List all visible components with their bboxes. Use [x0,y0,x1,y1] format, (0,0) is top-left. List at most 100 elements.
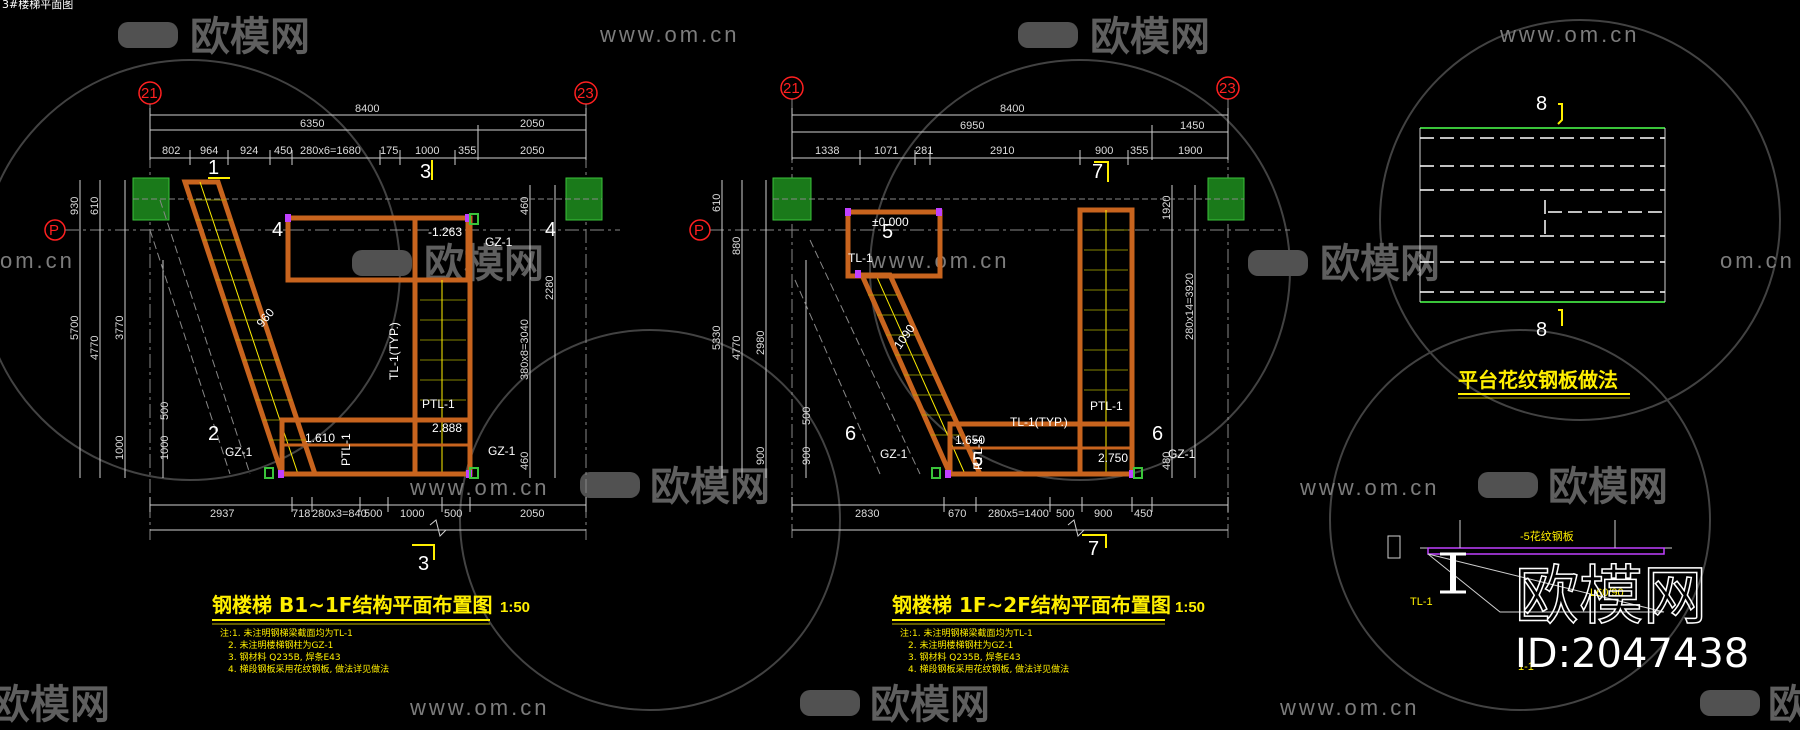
svg-text:7: 7 [1092,161,1103,183]
svg-text:964: 964 [200,145,218,157]
svg-text:5: 5 [972,449,983,471]
svg-text:670: 670 [948,508,966,520]
drawing-title-b1-1f: 钢楼梯 B1~1F结构平面布置图 [212,593,492,617]
svg-text:4: 4 [545,219,556,241]
svg-text:注:1. 未注明钢梯梁截面均为TL-1: 注:1. 未注明钢梯梁截面均为TL-1 [900,627,1033,639]
svg-text:-5花纹钢板: -5花纹钢板 [1520,529,1574,543]
svg-text:380x8=3040: 380x8=3040 [519,319,531,380]
svg-text:6950: 6950 [960,120,984,132]
drawing-title-1f-2f: 钢楼梯 1F~2F结构平面布置图 [892,593,1171,617]
watermark-url: om.cn [1720,248,1795,273]
stair-flight-3 [1077,207,1135,477]
svg-text:4770: 4770 [731,336,743,360]
watermark-logo-2: 欧模网 [1018,14,1210,60]
svg-text:6: 6 [845,423,856,445]
svg-text:PTL-1: PTL-1 [422,397,455,411]
svg-text:4770: 4770 [89,336,101,360]
svg-text:GZ-1: GZ-1 [488,444,516,458]
svg-text:900: 900 [1095,145,1113,157]
upper-landing [845,209,943,279]
svg-text:1000: 1000 [415,145,439,157]
svg-text:2910: 2910 [990,145,1014,157]
svg-text:281: 281 [915,145,933,157]
svg-text:P: P [694,222,704,239]
svg-text:4: 4 [272,219,283,241]
svg-text:280x5=1400: 280x5=1400 [988,508,1049,520]
svg-text:23: 23 [1219,80,1236,97]
watermark-url: www.om.cn [1299,475,1439,500]
svg-text:355: 355 [1130,145,1148,157]
plate-section-detail: TL-1 -5花纹钢板 L60/90 1-1 [1387,520,1672,673]
brand-overlay: 欧模网 ID:2047438 [1514,559,1749,677]
svg-text:TL-1(TYP.): TL-1(TYP.) [1010,415,1068,429]
svg-text:欧模网: 欧模网 [1768,682,1800,728]
top-left-caption: 3#楼梯平面图 [2,0,73,11]
svg-text:1: 1 [208,157,219,179]
svg-text:1900: 1900 [1178,145,1202,157]
svg-text:4. 梯段钢板采用花纹钢板, 做法详见做法: 4. 梯段钢板采用花纹钢板, 做法详见做法 [228,663,389,675]
svg-text:8: 8 [1536,319,1547,341]
detail-title: 平台花纹钢板做法 [1458,368,1618,392]
brand-logo-text: 欧模网 [1515,560,1707,634]
svg-text:PTL-1: PTL-1 [971,437,985,470]
svg-text:TL-1(TYP.): TL-1(TYP.) [387,322,401,380]
stair-plan-b1-1f: 21 23 P 8400 6350 2050 802 964 924 [44,81,620,675]
svg-text:2280: 2280 [544,276,556,300]
svg-text:5700: 5700 [69,316,81,340]
svg-text:500: 500 [801,407,813,425]
svg-text:960: 960 [254,305,278,330]
svg-text:21: 21 [141,85,158,102]
svg-text:2.750: 2.750 [1098,451,1128,465]
svg-text:GZ-1: GZ-1 [485,235,513,249]
svg-text:1338: 1338 [815,145,839,157]
svg-text:2.888: 2.888 [432,421,462,435]
watermark-logo-9: 欧模网 [1700,682,1800,728]
svg-text:欧模网: 欧模网 [190,14,310,60]
svg-text:-1.263: -1.263 [428,225,462,239]
watermark-logo-7: 欧模网 [800,682,990,728]
svg-text:PTL-1: PTL-1 [1090,399,1123,413]
svg-text:3: 3 [418,553,429,575]
svg-text:280x6=1680: 280x6=1680 [300,145,361,157]
svg-text:500: 500 [159,402,171,420]
svg-text:GZ-1: GZ-1 [880,447,908,461]
svg-text:460: 460 [519,197,531,215]
svg-text:2980: 2980 [755,331,767,355]
watermark-logo-1: 欧模网 [118,14,310,60]
svg-text:GZ-1: GZ-1 [225,445,253,459]
svg-text:3770: 3770 [114,316,126,340]
watermark-url: www.om.cn [409,475,549,500]
svg-text:±0.000: ±0.000 [872,215,909,229]
svg-text:P: P [49,222,59,239]
svg-text:7: 7 [1088,538,1099,560]
svg-text:欧模网: 欧模网 [1548,464,1668,510]
svg-text:610: 610 [711,194,723,212]
svg-text:GZ-1: GZ-1 [1168,447,1196,461]
svg-text:2. 未注明楼梯钢柱为GZ-1: 2. 未注明楼梯钢柱为GZ-1 [908,639,1013,651]
watermark-url: www.om.cn [1279,695,1419,720]
svg-text:1920: 1920 [1161,196,1173,220]
svg-text:1.610: 1.610 [305,431,335,445]
svg-text:900: 900 [801,447,813,465]
svg-text:1000: 1000 [114,436,126,460]
svg-text:2937: 2937 [210,508,234,520]
watermark-logo-5: 欧模网 [580,464,770,510]
svg-text:1071: 1071 [874,145,898,157]
watermark-logo-8: 欧模网 [0,682,110,728]
svg-text:280x14=3920: 280x14=3920 [1184,273,1196,340]
watermark-url: www.om.cn [1499,22,1639,47]
svg-text:500: 500 [364,508,382,520]
svg-text:2: 2 [208,423,219,445]
svg-text:280x3=840: 280x3=840 [312,508,367,520]
svg-text:1.650: 1.650 [955,433,985,447]
svg-text:2050: 2050 [520,118,544,130]
svg-text:924: 924 [240,145,258,157]
svg-text:3. 钢材料 Q235B, 焊条E43: 3. 钢材料 Q235B, 焊条E43 [228,651,341,663]
platform-plate-detail: 8 8 平台花纹钢板做法 TL-1 -5花纹钢板 L60/90 1-1 [1387,93,1672,673]
svg-text:欧模网: 欧模网 [1320,241,1440,287]
svg-text:930: 930 [69,197,81,215]
svg-text:2050: 2050 [520,508,544,520]
svg-text:6: 6 [1152,423,1163,445]
watermark-url: www.om.cn [599,22,739,47]
